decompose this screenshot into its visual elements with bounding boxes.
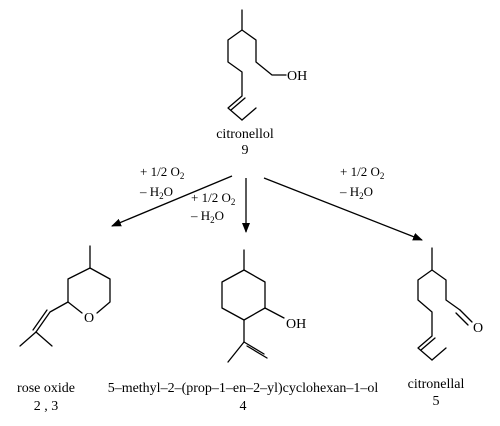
byproduct-subscript: 2 [359,191,364,201]
cyclohexanol-number: 4 [240,399,247,414]
svg-text:– H2O: – H2O [190,208,224,225]
byproduct-text: – H [339,184,359,199]
rose-oxide-number: 2 , 3 [34,399,59,414]
rose-oxide-structure: O [19,245,111,347]
byproduct-text: – H [139,184,159,199]
conditions-middle: + 1/2 O2 – H2O [190,190,235,225]
cyclohexanol-oh-label: OH [286,317,306,332]
byproduct-tail: O [364,184,373,199]
oxidant-subscript: 2 [231,197,236,207]
byproduct-text: – H [190,208,210,223]
oxidant-text: + 1/2 O [340,164,380,179]
byproduct-tail: O [164,184,173,199]
citronellal-name: citronellal [408,377,465,392]
citronellol-oh-label: OH [287,69,307,84]
citronellol-number: 9 [242,143,249,158]
svg-text:+ 1/2 O2: + 1/2 O2 [140,164,184,181]
byproduct-tail: O [215,208,224,223]
byproduct-subscript: 2 [210,215,215,225]
svg-text:– H2O: – H2O [139,184,173,201]
citronellol-name: citronellol [216,127,274,142]
conditions-left: + 1/2 O2 – H2O [139,164,184,201]
svg-text:+ 1/2 O2: + 1/2 O2 [340,164,384,181]
citronellal-structure: O [417,247,483,361]
citronellol-structure: OH [227,9,307,121]
citronellal-number: 5 [433,394,440,409]
arrow-to-rose-oxide [111,175,233,227]
cyclohexanol-name: 5–methyl–2–(prop–1–en–2–yl)cyclohexan–1–… [108,381,379,396]
oxidant-subscript: 2 [380,171,385,181]
citronellal-o-label: O [473,321,483,336]
svg-text:+ 1/2 O2: + 1/2 O2 [191,190,235,207]
oxidant-subscript: 2 [180,171,185,181]
arrow-to-citronellal [263,177,423,241]
cyclohexanol-structure: OH [221,249,306,363]
conditions-right: + 1/2 O2 – H2O [339,164,384,201]
byproduct-subscript: 2 [159,191,164,201]
oxidant-text: + 1/2 O [191,190,231,205]
rose-oxide-o-label: O [84,311,94,326]
svg-text:– H2O: – H2O [339,184,373,201]
oxidant-text: + 1/2 O [140,164,180,179]
rose-oxide-name: rose oxide [17,381,75,396]
